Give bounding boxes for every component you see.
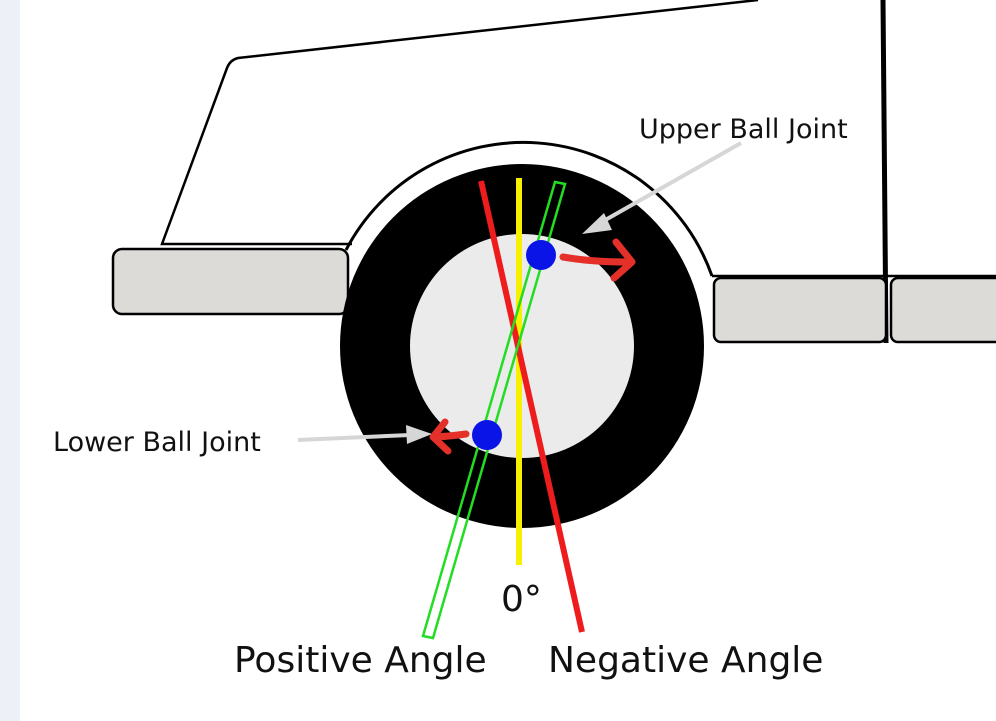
lower-ball-joint-label: Lower Ball Joint	[53, 427, 261, 458]
car-hood-outline	[160, 0, 759, 246]
upper-ball-joint-label: Upper Ball Joint	[639, 114, 848, 145]
upper-ball-joint-dot	[526, 240, 556, 270]
rocker-panel-rear	[889, 276, 996, 344]
front-bumper	[111, 247, 350, 316]
positive-angle-label: Positive Angle	[234, 640, 487, 681]
left-margin-strip	[0, 0, 20, 721]
negative-angle-label: Negative Angle	[548, 640, 823, 681]
negative-angle-line	[478, 180, 585, 633]
lower-ball-joint-dot	[472, 420, 502, 450]
wheel-arch	[344, 140, 714, 277]
positive-angle-line	[421, 180, 567, 640]
upper-motion-arrow	[559, 238, 636, 282]
rocker-panel-front	[712, 276, 888, 344]
upper-pointer-arrow	[582, 141, 742, 234]
lower-pointer-arrow	[297, 425, 432, 444]
lower-motion-arrow	[429, 418, 470, 455]
zero-degree-label: 0°	[501, 579, 542, 620]
